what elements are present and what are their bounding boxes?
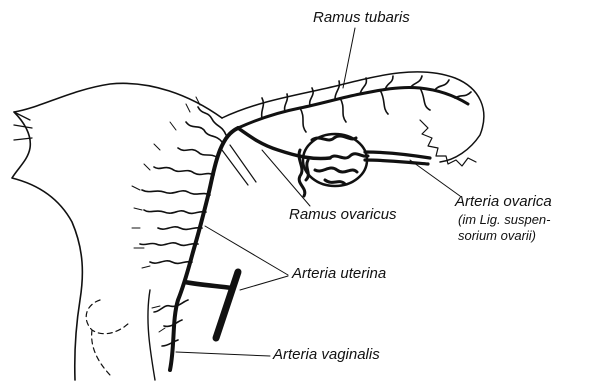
leader-ramus-tubaris bbox=[343, 28, 355, 88]
cervix-dashed-2 bbox=[92, 330, 110, 375]
label-arteria-ovarica: Arteria ovarica bbox=[455, 194, 552, 210]
label-arteria-ovarica-note-2: sorium ovarii) bbox=[458, 228, 536, 244]
uterine-wall-branches-fine bbox=[132, 97, 200, 332]
label-arteria-ovarica-note-1: (im Lig. suspen- bbox=[458, 212, 550, 228]
uterus-outline bbox=[12, 83, 222, 380]
arteria-ovarica-vessel bbox=[365, 152, 430, 164]
leader-arteria-vaginalis bbox=[176, 352, 270, 356]
ramus-ovaricus-artery bbox=[238, 128, 330, 159]
uterus-cervix-outline bbox=[148, 290, 155, 380]
uterine-artery-branch bbox=[185, 282, 232, 288]
ramus-tubaris-artery bbox=[238, 87, 468, 128]
uterine-artery-main bbox=[170, 128, 238, 370]
uterine-wall-branches bbox=[140, 107, 226, 346]
ovarian-ligament bbox=[222, 145, 256, 185]
leader-arteria-uterina-1 bbox=[205, 226, 288, 275]
label-ramus-tubaris: Ramus tubaris bbox=[313, 10, 410, 26]
label-arteria-uterina: Arteria uterina bbox=[292, 266, 386, 282]
leader-arteria-ovarica bbox=[410, 160, 460, 196]
leader-arteria-uterina-2 bbox=[240, 276, 288, 290]
cervix-dashed bbox=[86, 300, 130, 334]
ovary bbox=[303, 134, 367, 186]
label-ramus-ovaricus: Ramus ovaricus bbox=[289, 207, 397, 223]
ramus-tubaris-branches bbox=[262, 76, 471, 132]
uterine-artery-stub bbox=[216, 272, 238, 338]
label-arteria-vaginalis: Arteria vaginalis bbox=[273, 347, 380, 363]
